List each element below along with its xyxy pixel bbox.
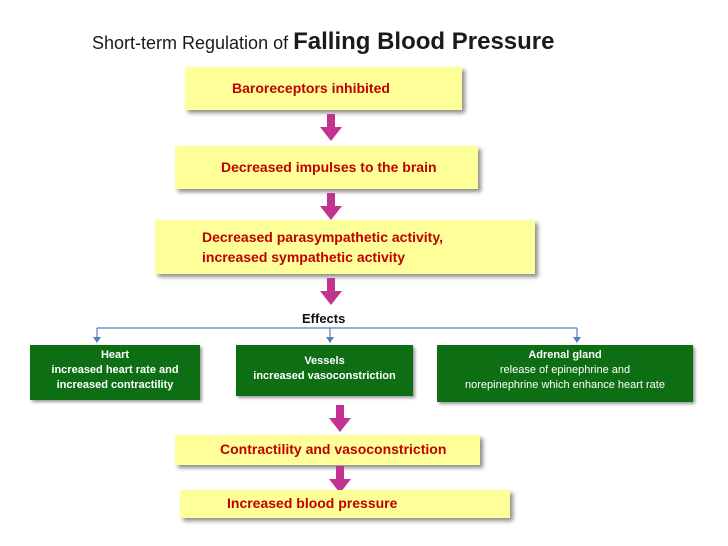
title-main: Falling Blood Pressure (293, 28, 555, 55)
effect-heart-line: increased contractility (56, 379, 174, 391)
effects-label: Effects (302, 311, 346, 326)
step-result: Increased blood pressure (180, 490, 510, 518)
arrow-down-icon (329, 405, 351, 432)
step-contractility-label: Contractility and vasoconstriction (220, 441, 447, 457)
title-prefix: Short-term Regulation of (92, 33, 294, 53)
step-impulses-label: Decreased impulses to the brain (221, 159, 437, 175)
effect-heart-heading: Heart (100, 349, 130, 361)
step-baroreceptors: Baroreceptors inhibited (185, 67, 462, 110)
arrow-down-icon (329, 466, 351, 493)
effect-adrenal-heading: Adrenal gland (528, 349, 602, 361)
step-contractility: Contractility and vasoconstriction (175, 435, 480, 465)
step-autonomic-line2: increased sympathetic activity (202, 249, 406, 265)
effect-adrenal: Adrenal gland release of epinephrine and… (437, 345, 693, 402)
arrow-down-icon (320, 278, 342, 305)
step-baroreceptors-label: Baroreceptors inhibited (232, 80, 390, 96)
effect-vessels: Vessels increased vasoconstriction (236, 345, 413, 396)
effect-vessels-heading: Vessels (304, 355, 345, 367)
step-autonomic: Decreased parasympathetic activity, incr… (155, 220, 535, 274)
effect-heart: Heart increased heart rate and increased… (30, 345, 200, 400)
arrow-down-icon (320, 193, 342, 220)
step-result-label: Increased blood pressure (227, 495, 398, 511)
effect-heart-line: increased heart rate and (51, 364, 179, 376)
page-title: Short-term Regulation of Falling Blood P… (92, 28, 554, 56)
step-autonomic-line1: Decreased parasympathetic activity, (202, 229, 443, 245)
effect-adrenal-line: norepinephrine which enhance heart rate (465, 379, 665, 391)
effect-adrenal-line: release of epinephrine and (499, 364, 631, 376)
effect-vessels-line: increased vasoconstriction (253, 370, 396, 382)
step-impulses: Decreased impulses to the brain (175, 146, 478, 189)
arrow-down-icon (320, 114, 342, 141)
